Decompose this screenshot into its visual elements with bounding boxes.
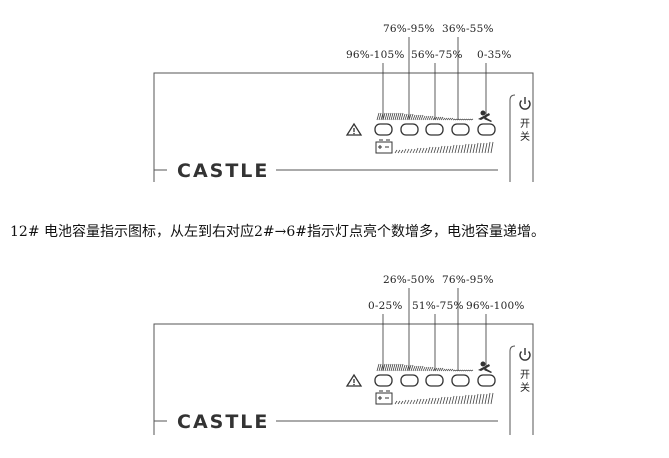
switch-label-off: 关 [520,130,530,143]
load-icon-b [478,361,492,373]
bottom-panel: 开 关 CASTLE [153,288,534,435]
load-icon [478,110,492,122]
lamp-3 [400,123,419,136]
label-76-95-b: 76%-95% [442,274,494,286]
load-level-bar [376,112,474,121]
lamp-2-b [374,374,393,387]
switch-label-off-b: 关 [520,381,530,394]
lamp-6 [477,123,496,136]
lamp-2 [374,123,393,136]
load-level-bar-b [376,363,474,372]
switch-label-on: 开 [520,119,530,130]
warning-icon [345,122,363,136]
power-icon-b[interactable] [519,348,531,361]
label-51-75: 51%-75% [412,300,464,312]
lamp-4 [425,123,444,136]
label-36-55: 36%-55% [442,23,494,35]
warning-icon-b [345,373,363,387]
top-panel: 开 关 CASTLE [153,37,534,182]
switch-label-on-b: 开 [520,370,530,381]
brand-logo-b: CASTLE [177,411,269,433]
battery-level-bar-b [394,392,494,405]
label-0-35: 0-35% [477,49,512,61]
battery-icon-b [375,390,393,405]
lamp-4-b [425,374,444,387]
caption: 12# 电池容量指示图标，从左到右对应2#→6#指示灯点亮个数增多，电池容量递增… [10,224,545,240]
leader-lines-b [382,288,487,371]
indicator-lamps-b [374,374,496,387]
battery-level-bar [394,141,494,154]
label-76-95: 76%-95% [383,23,435,35]
lamp-6-b [477,374,496,387]
lamp-5-b [451,374,470,387]
lamp-3-b [400,374,419,387]
battery-icon [375,139,393,154]
indicator-lamps [374,123,496,136]
leader-lines [382,37,487,120]
label-0-25: 0-25% [368,300,403,312]
label-56-75: 56%-75% [411,49,463,61]
lamp-5 [451,123,470,136]
label-96-105: 96%-105% [346,49,405,61]
label-96-100: 96%-100% [466,300,525,312]
label-26-50: 26%-50% [383,274,435,286]
brand-logo: CASTLE [177,160,269,182]
power-icon[interactable] [519,97,531,110]
